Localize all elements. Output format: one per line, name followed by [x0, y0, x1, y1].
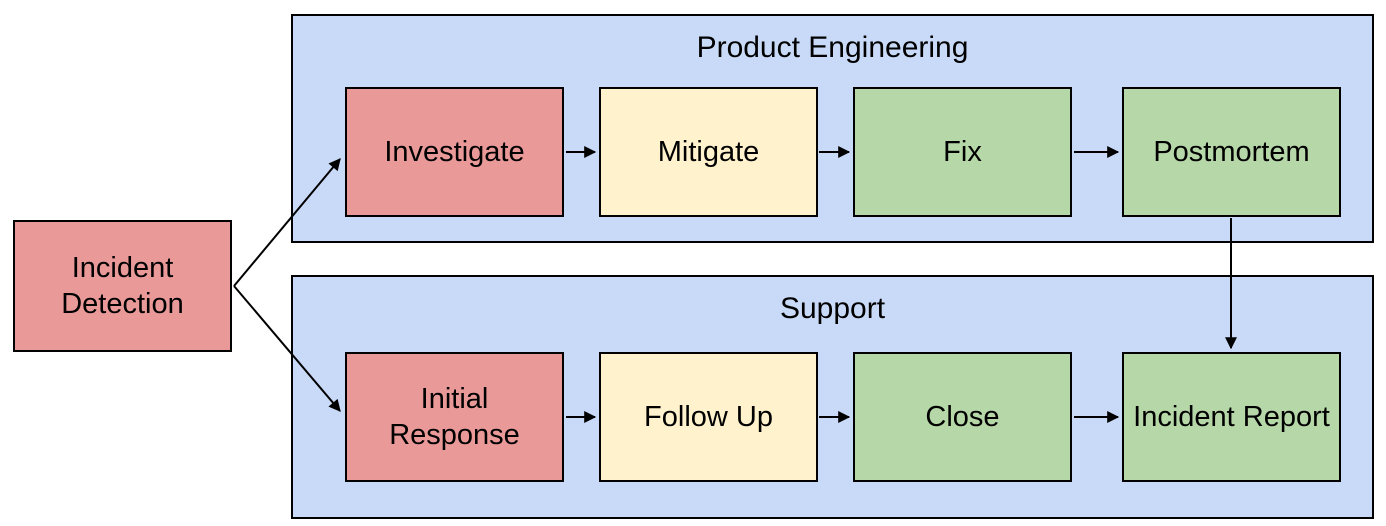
- node-close-label: Close: [925, 401, 1000, 433]
- node-fix-label: Fix: [943, 136, 982, 168]
- node-investigate-label: Investigate: [384, 136, 525, 168]
- node-follow-up-label: Follow Up: [644, 401, 773, 433]
- node-fix: Fix: [853, 87, 1072, 217]
- node-initial-response-label: Initial Response: [389, 383, 520, 451]
- node-incident-report: Incident Report: [1122, 352, 1341, 482]
- node-incident-report-label: Incident Report: [1133, 401, 1330, 433]
- node-postmortem: Postmortem: [1122, 87, 1341, 217]
- node-close: Close: [853, 352, 1072, 482]
- lane-product-engineering-title: Product Engineering: [696, 31, 969, 64]
- lane-support-title: Support: [779, 292, 886, 325]
- node-mitigate: Mitigate: [599, 87, 818, 217]
- node-follow-up: Follow Up: [599, 352, 818, 482]
- node-incident-detection: Incident Detection: [13, 220, 232, 352]
- node-mitigate-label: Mitigate: [657, 136, 760, 168]
- node-investigate: Investigate: [345, 87, 564, 217]
- node-initial-response: Initial Response: [345, 352, 564, 482]
- node-incident-detection-label: Incident Detection: [61, 252, 184, 320]
- node-postmortem-label: Postmortem: [1153, 136, 1310, 168]
